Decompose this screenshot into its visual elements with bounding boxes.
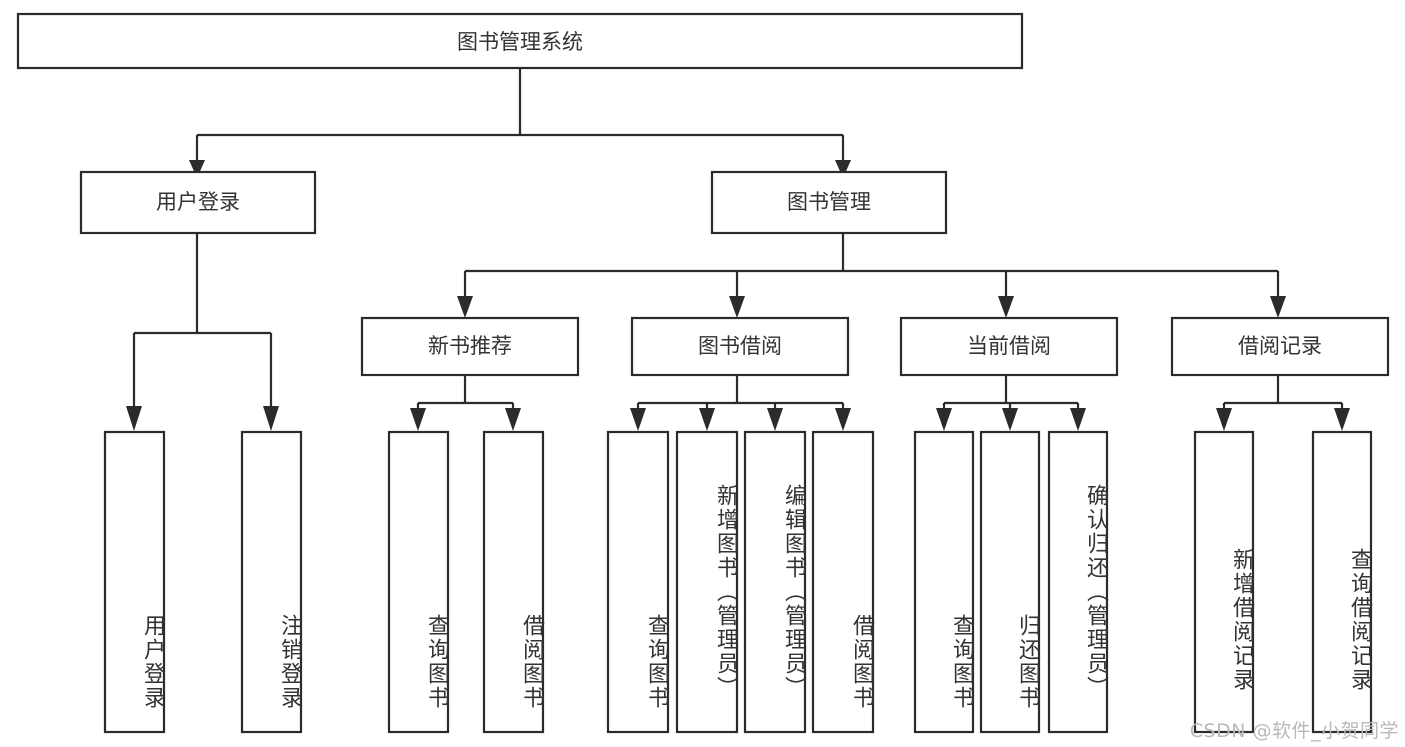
- node-root-box[interactable]: [16, 12, 1024, 70]
- node-leaf-add-book-box[interactable]: [675, 430, 739, 734]
- node-borrow-record-label: 借阅记录: [1238, 334, 1322, 358]
- arrow-head-current-borrow: [998, 296, 1014, 318]
- arrow-head-leaf-borrow-book-2: [835, 408, 851, 431]
- arrow-head-leaf-query-record: [1334, 408, 1350, 431]
- arrow-head-leaf-add-record: [1216, 408, 1232, 431]
- arrow-head-user-login: [189, 160, 205, 178]
- arrow-head-leaf-borrow-book-1: [505, 408, 521, 431]
- arrow-head-new-book-recommend: [457, 296, 473, 318]
- csdn-watermark: CSDN @软件_小贺同学: [1189, 720, 1399, 742]
- node-leaf-borrow-book-1-box[interactable]: [482, 430, 545, 734]
- node-user-login-label: 用户登录: [156, 190, 240, 214]
- node-book-borrow-box[interactable]: [630, 316, 850, 377]
- node-leaf-query-record-box[interactable]: [1311, 430, 1373, 734]
- arrow-head-leaf-confirm-return: [1070, 408, 1086, 431]
- node-leaf-query-book-3-box[interactable]: [913, 430, 975, 734]
- node-root-label: 图书管理系统: [457, 30, 583, 54]
- node-leaf-query-book-1-box[interactable]: [387, 430, 450, 734]
- arrow-head-leaf-logout: [263, 406, 279, 431]
- node-layer: 图书管理系统 用户登录 图书管理 新书推荐 图书借阅 当前借阅 借阅记录: [16, 12, 1390, 734]
- connector-layer: [126, 68, 1350, 431]
- node-leaf-edit-book-box[interactable]: [743, 430, 807, 734]
- node-new-book-recommend-box[interactable]: [360, 316, 580, 377]
- arrow-head-leaf-return-book: [1002, 408, 1018, 431]
- node-leaf-user-login-box[interactable]: [103, 430, 166, 734]
- node-leaf-query-book-2-box[interactable]: [606, 430, 670, 734]
- arrow-head-borrow-record: [1270, 296, 1286, 318]
- node-book-manage-label: 图书管理: [787, 190, 871, 214]
- arrow-head-leaf-add-book: [699, 408, 715, 431]
- node-book-borrow-label: 图书借阅: [698, 334, 782, 358]
- arrow-head-leaf-query-book-2: [630, 408, 646, 431]
- node-user-login-box[interactable]: [79, 170, 317, 235]
- node-current-borrow-label: 当前借阅: [967, 334, 1051, 358]
- node-leaf-borrow-book-2-box[interactable]: [811, 430, 875, 734]
- node-leaf-return-book-box[interactable]: [979, 430, 1041, 734]
- node-new-book-recommend-label: 新书推荐: [428, 334, 512, 358]
- node-leaf-add-record-box[interactable]: [1193, 430, 1255, 734]
- arrow-head-leaf-query-book-1: [410, 408, 426, 431]
- arrow-head-leaf-user-login: [126, 406, 142, 431]
- node-leaf-logout-box[interactable]: [240, 430, 303, 734]
- arrow-head-leaf-query-book-3: [936, 408, 952, 431]
- node-leaf-confirm-return-box[interactable]: [1047, 430, 1109, 734]
- arrow-head-book-borrow: [729, 296, 745, 318]
- node-book-manage-box[interactable]: [710, 170, 948, 235]
- node-borrow-record-box[interactable]: [1170, 316, 1390, 377]
- arrow-head-book-manage: [835, 160, 851, 178]
- node-current-borrow-box[interactable]: [899, 316, 1119, 377]
- arrow-head-leaf-edit-book: [767, 408, 783, 431]
